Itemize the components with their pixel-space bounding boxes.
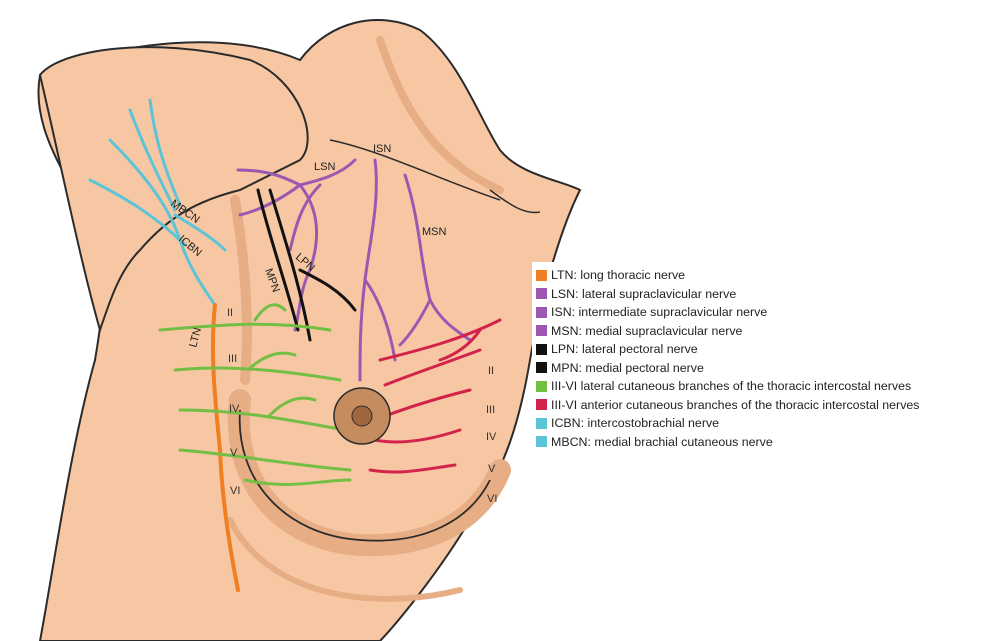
legend-label: III-VI lateral cutaneous branches of the… <box>551 379 911 393</box>
legend-swatch <box>536 381 547 392</box>
level-right-vi: VI <box>487 493 497 505</box>
legend-swatch <box>536 362 547 373</box>
legend-swatch <box>536 325 547 336</box>
level-right-iii: III <box>486 404 495 416</box>
legend-label: LTN: long thoracic nerve <box>551 268 685 282</box>
legend-item: III-VI lateral cutaneous branches of the… <box>536 377 992 396</box>
legend-item: LSN: lateral supraclavicular nerve <box>536 285 992 304</box>
legend-item: ISN: intermediate supraclavicular nerve <box>536 303 992 322</box>
level-left-iii: III <box>228 353 237 365</box>
legend-label: ICBN: intercostobrachial nerve <box>551 416 719 430</box>
level-left-vi: VI <box>230 485 240 497</box>
level-right-iv: IV <box>486 431 497 443</box>
level-left-v: V <box>230 447 238 459</box>
legend-label: III-VI anterior cutaneous branches of th… <box>551 398 919 412</box>
legend-swatch <box>536 418 547 429</box>
legend-item: ICBN: intercostobrachial nerve <box>536 414 992 433</box>
label-msn: MSN <box>422 226 447 238</box>
legend-item: MSN: medial supraclavicular nerve <box>536 322 992 341</box>
legend-swatch <box>536 436 547 447</box>
legend-swatch <box>536 307 547 318</box>
legend-label: MBCN: medial brachial cutaneous nerve <box>551 435 773 449</box>
legend-swatch <box>536 399 547 410</box>
level-right-v: V <box>488 463 496 475</box>
legend-item: LPN: lateral pectoral nerve <box>536 340 992 359</box>
legend-swatch <box>536 344 547 355</box>
nipple <box>352 406 372 426</box>
legend-label: ISN: intermediate supraclavicular nerve <box>551 305 767 319</box>
legend-item: III-VI anterior cutaneous branches of th… <box>536 396 992 415</box>
label-lsn: LSN <box>314 161 335 173</box>
legend-label: LSN: lateral supraclavicular nerve <box>551 287 736 301</box>
legend-label: MSN: medial supraclavicular nerve <box>551 324 742 338</box>
legend-item: MBCN: medial brachial cutaneous nerve <box>536 433 992 452</box>
level-left-ii: II <box>227 307 233 319</box>
label-isn: ISN <box>373 143 391 155</box>
level-right-ii: II <box>488 365 494 377</box>
legend-label: MPN: medial pectoral nerve <box>551 361 704 375</box>
legend-item: MPN: medial pectoral nerve <box>536 359 992 378</box>
legend-swatch <box>536 288 547 299</box>
level-left-iv: IV <box>229 403 240 415</box>
legend-item: LTN: long thoracic nerve <box>536 266 992 285</box>
legend-swatch <box>536 270 547 281</box>
legend-label: LPN: lateral pectoral nerve <box>551 342 698 356</box>
